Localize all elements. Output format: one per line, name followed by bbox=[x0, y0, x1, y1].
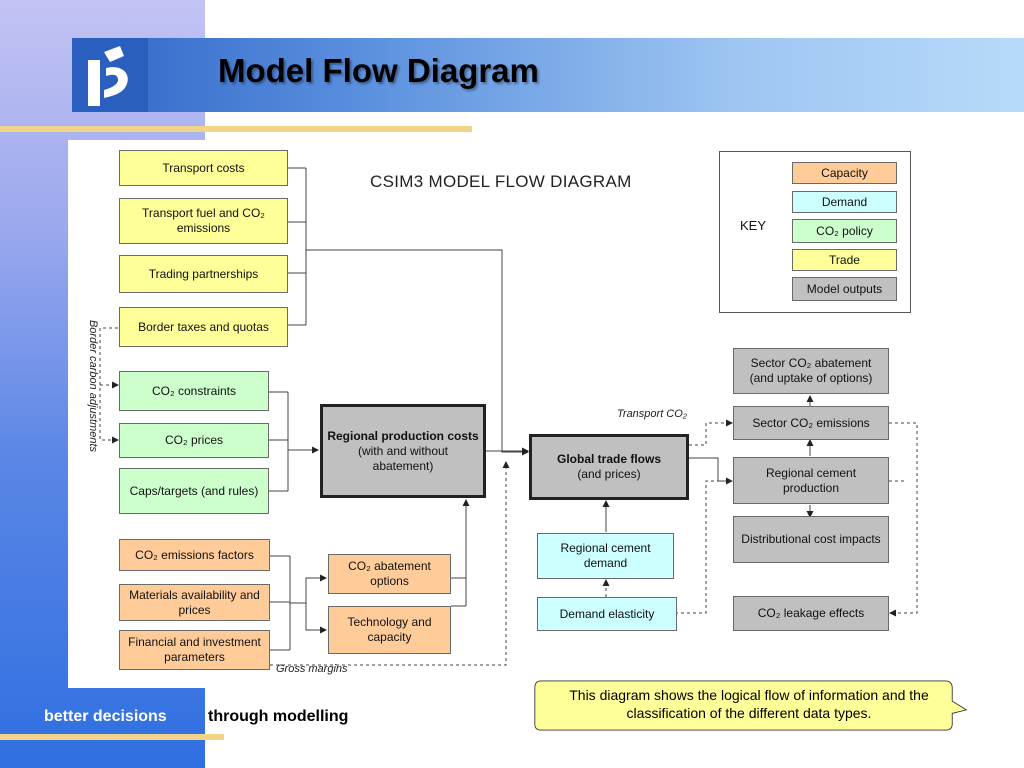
legend-capacity: Capacity bbox=[792, 162, 897, 184]
footer-tagline: through modelling bbox=[208, 708, 349, 725]
node-sector-emissions: Sector CO₂ emissions bbox=[733, 406, 889, 440]
page-title: Model Flow Diagram bbox=[218, 52, 539, 89]
footer-divider-line bbox=[0, 734, 224, 740]
node-financial: Financial and investment parameters bbox=[119, 630, 270, 670]
logo-icon bbox=[88, 46, 128, 106]
legend-model-outputs: Model outputs bbox=[792, 277, 897, 301]
production-costs-title: Regional production costs bbox=[327, 428, 479, 443]
legend-co2-policy: CO₂ policy bbox=[792, 219, 897, 243]
node-demand-elasticity: Demand elasticity bbox=[537, 597, 677, 631]
node-regional-cement-production: Regional cement production bbox=[733, 457, 889, 504]
footer-tagline-highlight: better decisions bbox=[44, 708, 167, 725]
trade-flows-subtitle: (and prices) bbox=[577, 467, 641, 481]
node-regional-demand: Regional cement demand bbox=[537, 533, 674, 579]
node-co2-constraints: CO₂ constraints bbox=[119, 371, 269, 411]
production-costs-subtitle: (with and without abatement) bbox=[357, 443, 449, 473]
label-gross-margins: Gross margins bbox=[276, 663, 348, 675]
diagram-title: CSIM3 MODEL FLOW DIAGRAM bbox=[370, 172, 632, 191]
node-transport-costs: Transport costs bbox=[119, 150, 288, 186]
node-abatement-options: CO₂ abatement options bbox=[328, 554, 451, 594]
node-technology: Technology and capacity bbox=[328, 606, 451, 654]
callout-bubble bbox=[534, 680, 968, 731]
node-regional-production-costs: Regional production costs (with and with… bbox=[320, 404, 486, 498]
node-emission-factors: CO₂ emissions factors bbox=[119, 539, 270, 571]
node-global-trade-flows: Global trade flows (and prices) bbox=[529, 434, 689, 500]
legend-demand: Demand bbox=[792, 191, 897, 213]
divider-line bbox=[0, 126, 472, 132]
legend-label: KEY bbox=[740, 218, 767, 233]
node-trading-partnerships: Trading partnerships bbox=[119, 255, 288, 293]
node-border-taxes: Border taxes and quotas bbox=[119, 307, 288, 347]
node-sector-abatement: Sector CO₂ abatement (and uptake of opti… bbox=[733, 348, 889, 394]
node-transport-fuel: Transport fuel and CO₂ emissions bbox=[119, 198, 288, 244]
legend-trade: Trade bbox=[792, 249, 897, 271]
header-bar bbox=[72, 38, 1024, 112]
node-distributional-impacts: Distributional cost impacts bbox=[733, 516, 889, 563]
node-caps-targets: Caps/targets (and rules) bbox=[119, 468, 269, 514]
node-materials: Materials availability and prices bbox=[119, 584, 270, 621]
trade-flows-title: Global trade flows bbox=[556, 452, 661, 466]
label-border-carbon: Border carbon adjustments bbox=[87, 319, 100, 453]
company-logo bbox=[72, 38, 148, 112]
node-leakage-effects: CO₂ leakage effects bbox=[733, 596, 889, 631]
callout-text: This diagram shows the logical flow of i… bbox=[569, 687, 929, 721]
node-co2-prices: CO₂ prices bbox=[119, 423, 269, 458]
label-transport-co2: Transport CO₂ bbox=[617, 408, 688, 420]
